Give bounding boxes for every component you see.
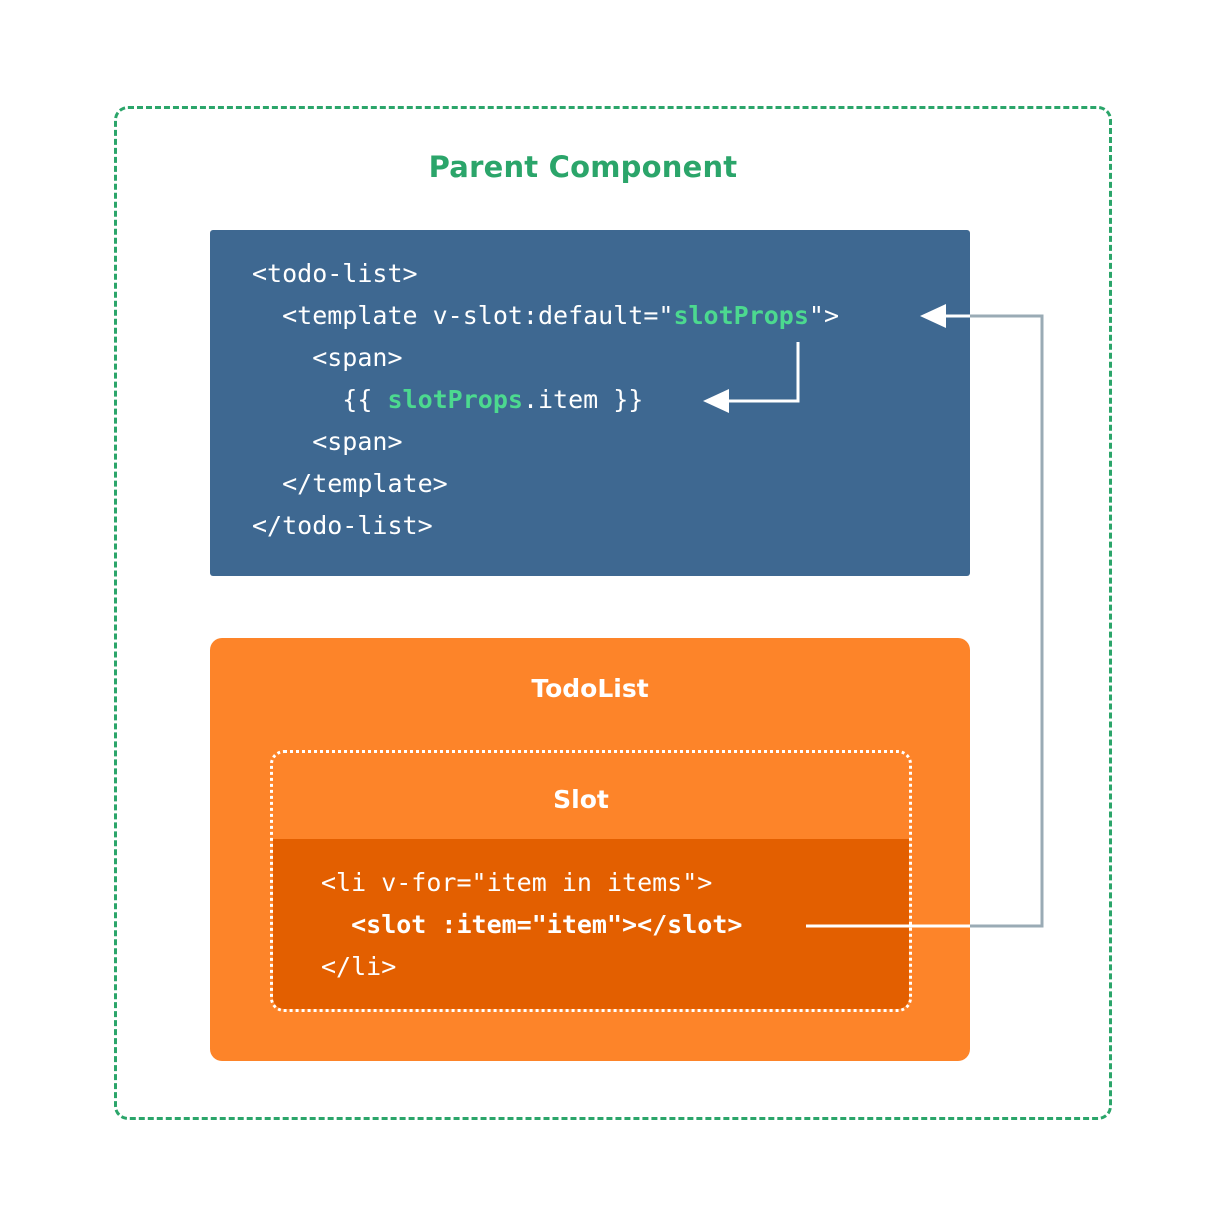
slot-title: Slot	[553, 785, 609, 814]
code-text: .item }}	[522, 385, 644, 414]
code-line-template-close: </template>	[252, 469, 448, 498]
code-line-template-open: <template v-slot:default="slotProps">	[252, 295, 839, 337]
code-text: ">	[808, 301, 840, 330]
parent-component-frame	[114, 106, 1112, 1120]
todolist-title: TodoList	[531, 674, 649, 703]
slotprops-to-usage-line	[722, 342, 800, 403]
slot-frame	[270, 750, 912, 1012]
slot-code-line-slot-element: <slot :item="item"></slot>	[321, 910, 743, 939]
slot-to-template-connector	[970, 314, 1044, 928]
slot-code-line-li-open: <li v-for="item in items">	[321, 868, 713, 897]
parent-code-panel	[210, 230, 970, 576]
slot-code-panel	[273, 839, 909, 1009]
code-line-span-open: <span>	[252, 343, 403, 372]
slot-code-line-li-close: </li>	[321, 952, 397, 981]
parent-component-title: Parent Component	[428, 150, 738, 184]
template-arrowhead-icon	[920, 304, 946, 328]
usage-arrowhead-icon	[703, 389, 729, 413]
code-text: {{	[252, 385, 388, 414]
code-line-todo-list-close: </todo-list>	[252, 511, 433, 540]
code-line-span-close: <span>	[252, 427, 403, 456]
slot-props-highlight: slotProps	[673, 301, 809, 330]
slot-props-usage-highlight: slotProps	[387, 385, 523, 414]
code-line-interpolation: {{ slotProps.item }}	[252, 379, 643, 421]
code-line-todo-list-open: <todo-list>	[252, 259, 418, 288]
code-text: <template v-slot:default="	[252, 301, 674, 330]
